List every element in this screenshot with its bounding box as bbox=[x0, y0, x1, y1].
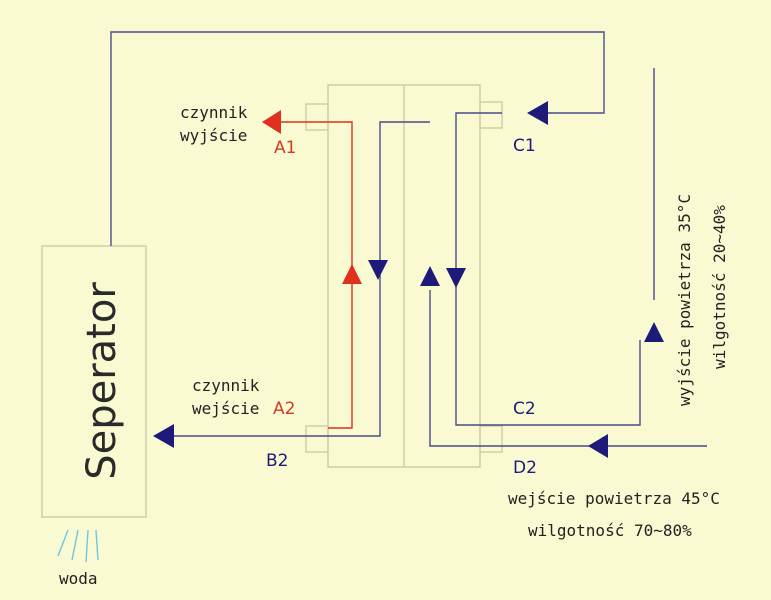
arrow-refrigerant-up bbox=[342, 264, 362, 284]
refrigerant-in-label-1: czynnik bbox=[192, 376, 260, 395]
port-b2-box bbox=[305, 425, 329, 453]
port-a1-label: A1 bbox=[274, 138, 296, 158]
air-out-label-2: wilgotność 20~40% bbox=[710, 205, 729, 369]
refrigerant-pipe bbox=[280, 121, 353, 429]
channel-d2-inlet bbox=[429, 290, 707, 447]
port-c1-box bbox=[479, 101, 503, 129]
air-in-label-1: wejście powietrza 45°C bbox=[508, 489, 720, 508]
port-d2-box bbox=[479, 425, 503, 453]
arrow-c1-in bbox=[527, 101, 548, 125]
separator-label: Seperator bbox=[79, 282, 125, 480]
separator-box bbox=[41, 245, 147, 518]
arrow-to-separator bbox=[153, 424, 174, 448]
heat-exchanger bbox=[305, 84, 503, 468]
arrow-d2-in bbox=[588, 434, 608, 458]
port-c1-label: C1 bbox=[513, 136, 536, 156]
arrow-air-out-up bbox=[644, 322, 664, 342]
flow-arrows bbox=[153, 101, 664, 458]
port-b2-label: B2 bbox=[266, 451, 288, 471]
arrow-d2-channel-up bbox=[420, 266, 440, 286]
water-drops-icon bbox=[57, 529, 99, 563]
arrow-a1-out bbox=[262, 110, 281, 134]
air-in-label-2: wilgotność 70~80% bbox=[528, 521, 692, 540]
channel-c1-c2 bbox=[455, 112, 641, 426]
channel-to-b2 bbox=[170, 121, 430, 437]
water-label: woda bbox=[59, 569, 98, 588]
arrow-right-channel-down bbox=[446, 268, 466, 288]
port-c2-label: C2 bbox=[513, 399, 536, 419]
port-a2-label: A2 bbox=[273, 399, 295, 419]
arrow-left-channel-down bbox=[368, 260, 388, 280]
air-pipes bbox=[110, 31, 707, 447]
air-out-label-1: wyjście powietrza 35°C bbox=[675, 194, 694, 406]
refrigerant-out-label-1: czynnik bbox=[180, 103, 248, 122]
port-a1-box bbox=[305, 103, 329, 131]
refrigerant-in-label-2: wejście bbox=[192, 399, 259, 418]
refrigerant-out-label-2: wyjście bbox=[180, 126, 247, 145]
return-pipe-to-c1 bbox=[110, 31, 605, 246]
port-d2-label: D2 bbox=[513, 458, 537, 478]
